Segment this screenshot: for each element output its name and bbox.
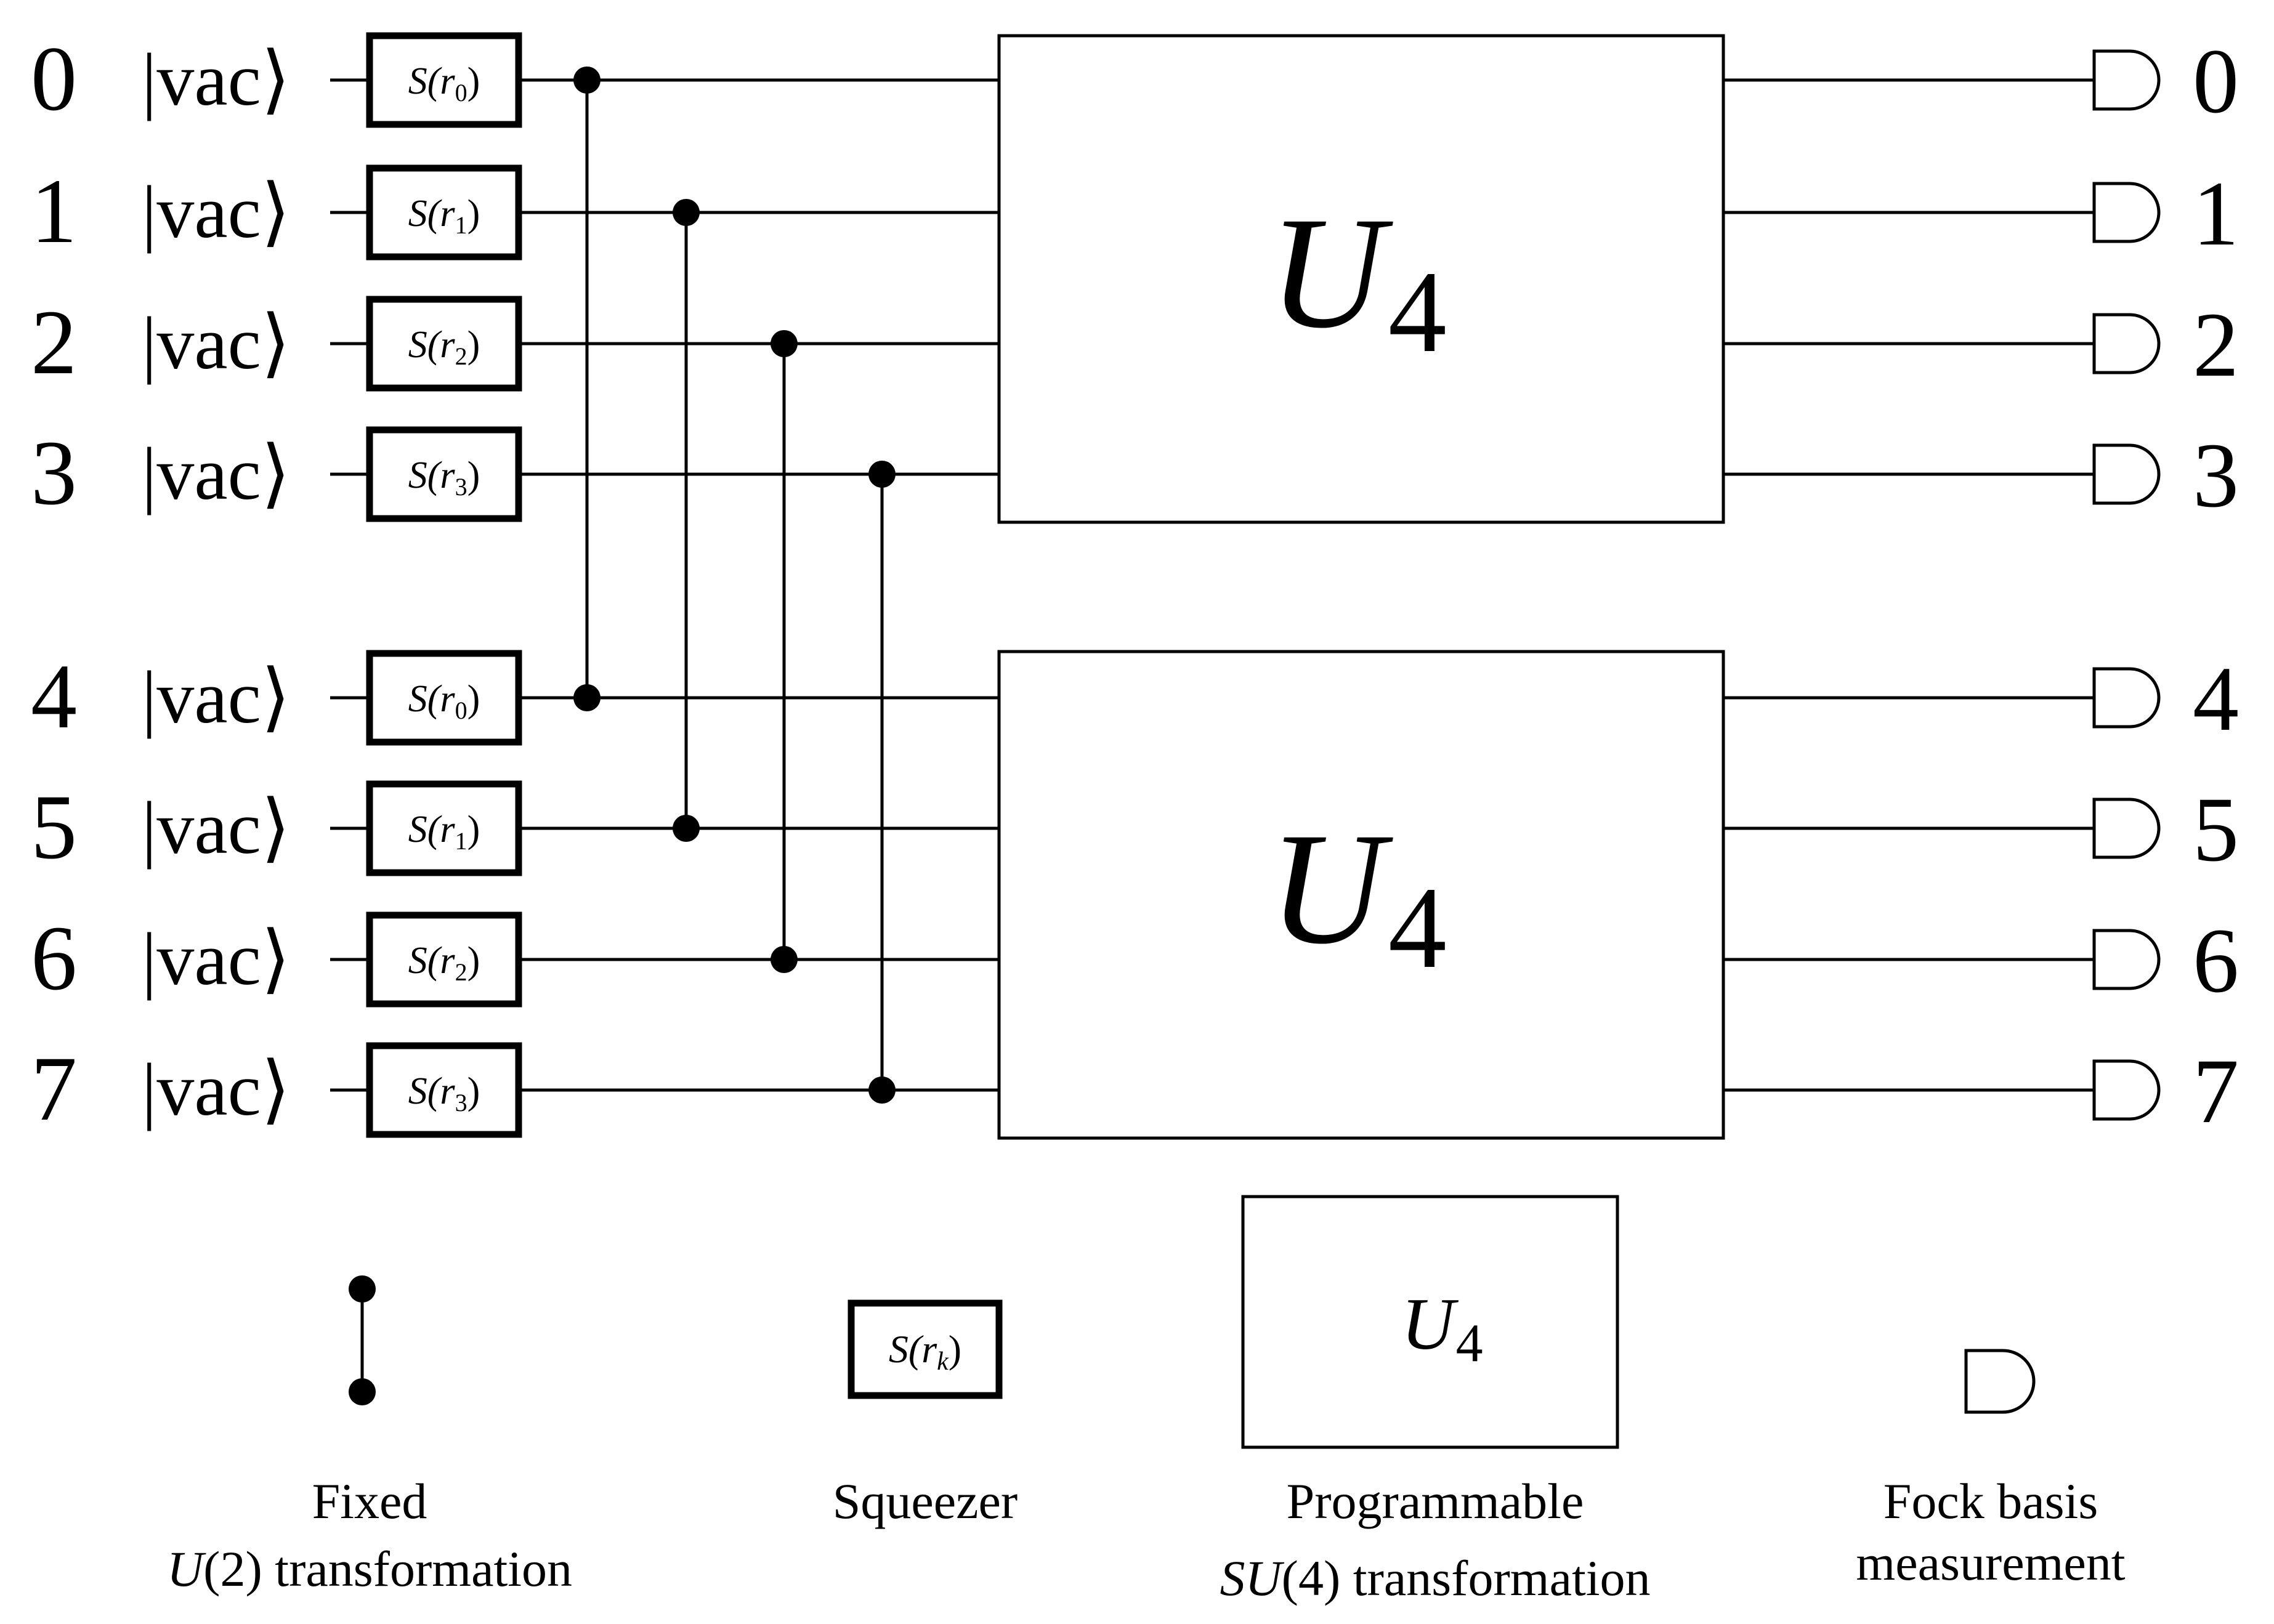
detector-icon bbox=[2092, 443, 2161, 505]
mode-row-7: 7 |vac⟩ S(r3) 7 bbox=[31, 1038, 2239, 1142]
mode-row-4: 4 |vac⟩ S(r0) 4 bbox=[31, 645, 2239, 750]
mode-row-6: 6 |vac⟩ S(r2) 6 bbox=[31, 907, 2239, 1012]
detector-icon bbox=[2092, 667, 2161, 729]
u2-node-dot bbox=[573, 684, 601, 711]
squeezer-label: S(r0) bbox=[408, 60, 480, 107]
detector-icon bbox=[2092, 313, 2161, 374]
legend-fock: Fock basis measurement bbox=[1856, 1349, 2126, 1591]
mode-row-0: 0 |vac⟩ S(r0) 0 bbox=[31, 28, 2239, 132]
squeezer-label: S(r3) bbox=[408, 1070, 480, 1117]
legend-u2: Fixed U(2) transformation bbox=[167, 1275, 572, 1597]
legend-su4-symbol: U4 bbox=[1401, 1283, 1483, 1373]
u2-node-dot bbox=[673, 815, 700, 842]
squeezer-box bbox=[366, 426, 522, 522]
squeezer-box bbox=[366, 911, 522, 1008]
output-index: 0 bbox=[2193, 30, 2239, 132]
u4-box-top bbox=[997, 34, 1725, 524]
output-index: 4 bbox=[2193, 648, 2239, 750]
squeezer-box bbox=[366, 650, 522, 746]
mode-index: 5 bbox=[31, 776, 77, 878]
vacuum-state-label: |vac⟩ bbox=[142, 38, 290, 121]
mode-index: 7 bbox=[31, 1038, 77, 1140]
u2-node-dot bbox=[573, 67, 601, 94]
mode-row-2: 2 |vac⟩ S(r2) 2 bbox=[31, 291, 2239, 396]
mode-row-1: 1 |vac⟩ S(r1) 1 bbox=[31, 160, 2239, 265]
vacuum-state-label: |vac⟩ bbox=[142, 432, 290, 515]
squeezer-label: S(r1) bbox=[408, 809, 480, 855]
mode-index: 3 bbox=[31, 422, 77, 524]
legend-u2-label-line1: Fixed bbox=[312, 1473, 427, 1529]
u4-block-top: U4 bbox=[997, 34, 1725, 524]
output-index: 7 bbox=[2193, 1040, 2239, 1142]
mode-index: 6 bbox=[31, 907, 77, 1009]
squeezer-box bbox=[366, 780, 522, 876]
legend-u2-dot-bottom bbox=[349, 1378, 376, 1405]
vacuum-state-label: |vac⟩ bbox=[142, 302, 290, 385]
squeezer-label: S(r1) bbox=[408, 193, 480, 239]
output-index: 6 bbox=[2193, 910, 2239, 1012]
u4-label-top: U4 bbox=[1269, 184, 1447, 377]
vacuum-state-label: |vac⟩ bbox=[142, 171, 290, 254]
detector-icon bbox=[2092, 1059, 2161, 1121]
output-index: 1 bbox=[2193, 163, 2239, 265]
u2-node-dot bbox=[771, 330, 798, 357]
detector-icon bbox=[2092, 929, 2161, 990]
output-index: 2 bbox=[2193, 294, 2239, 396]
legend-detector-icon bbox=[1964, 1349, 2036, 1414]
squeezer-box bbox=[366, 296, 522, 392]
legend: Fixed U(2) transformation S(rk) Squeezer… bbox=[167, 1195, 2126, 1606]
squeezer-label: S(r2) bbox=[408, 940, 480, 986]
u2-node-dot bbox=[673, 199, 700, 226]
detector-icon bbox=[2092, 182, 2161, 243]
legend-squeezer-label: Squeezer bbox=[833, 1473, 1018, 1529]
squeezer-box bbox=[366, 164, 522, 261]
legend-su4-label-line2: SU(4) transformation bbox=[1220, 1550, 1650, 1606]
legend-u2-dot-top bbox=[349, 1275, 376, 1303]
legend-fock-label-line2: measurement bbox=[1856, 1535, 2125, 1591]
legend-squeezer-symbol: S(rk) bbox=[889, 1327, 961, 1376]
u2-node-dot bbox=[771, 946, 798, 973]
u2-node-dot bbox=[868, 461, 896, 488]
legend-su4-label-line1: Programmable bbox=[1287, 1473, 1584, 1529]
mode-index: 2 bbox=[31, 291, 77, 394]
vacuum-state-label: |vac⟩ bbox=[142, 918, 290, 1001]
output-index: 3 bbox=[2193, 424, 2239, 527]
squeezer-label: S(r2) bbox=[408, 324, 480, 370]
vacuum-state-label: |vac⟩ bbox=[142, 656, 290, 739]
mode-row-3: 3 |vac⟩ S(r3) 3 bbox=[31, 422, 2239, 527]
u2-connectors bbox=[585, 77, 884, 1091]
u4-box-bottom bbox=[997, 650, 1725, 1140]
vacuum-state-label: |vac⟩ bbox=[142, 1048, 290, 1131]
legend-squeezer-box bbox=[848, 1299, 1003, 1399]
vacuum-state-label: |vac⟩ bbox=[142, 786, 290, 870]
mode-index: 4 bbox=[31, 645, 77, 748]
detector-icon bbox=[2092, 798, 2161, 859]
legend-u2-label-line2: U(2) transformation bbox=[167, 1541, 572, 1597]
squeezer-box bbox=[366, 32, 522, 128]
u2-node-dot bbox=[868, 1077, 896, 1104]
mode-row-5: 5 |vac⟩ S(r1) 5 bbox=[31, 776, 2239, 881]
squeezer-label: S(r3) bbox=[408, 454, 480, 501]
u4-label-bottom: U4 bbox=[1269, 800, 1447, 993]
output-index: 5 bbox=[2193, 778, 2239, 881]
squeezer-box bbox=[366, 1042, 522, 1138]
legend-squeezer: S(rk) Squeezer bbox=[833, 1299, 1018, 1529]
u4-block-bottom: U4 bbox=[997, 650, 1725, 1140]
legend-su4-box bbox=[1241, 1195, 1619, 1449]
mode-rows: 0 |vac⟩ S(r0) 0 1 |vac⟩ S(r1) 1 2 |vac⟩ S(r2) 2 3 |va… bbox=[31, 28, 2239, 1142]
detector-icon bbox=[2092, 49, 2161, 111]
mode-index: 0 bbox=[31, 28, 77, 130]
legend-su4: U4 Programmable SU(4) transformation bbox=[1220, 1195, 1651, 1606]
legend-fock-label-line1: Fock basis bbox=[1884, 1473, 2098, 1529]
mode-index: 1 bbox=[31, 160, 77, 262]
squeezer-label: S(r0) bbox=[408, 678, 480, 724]
